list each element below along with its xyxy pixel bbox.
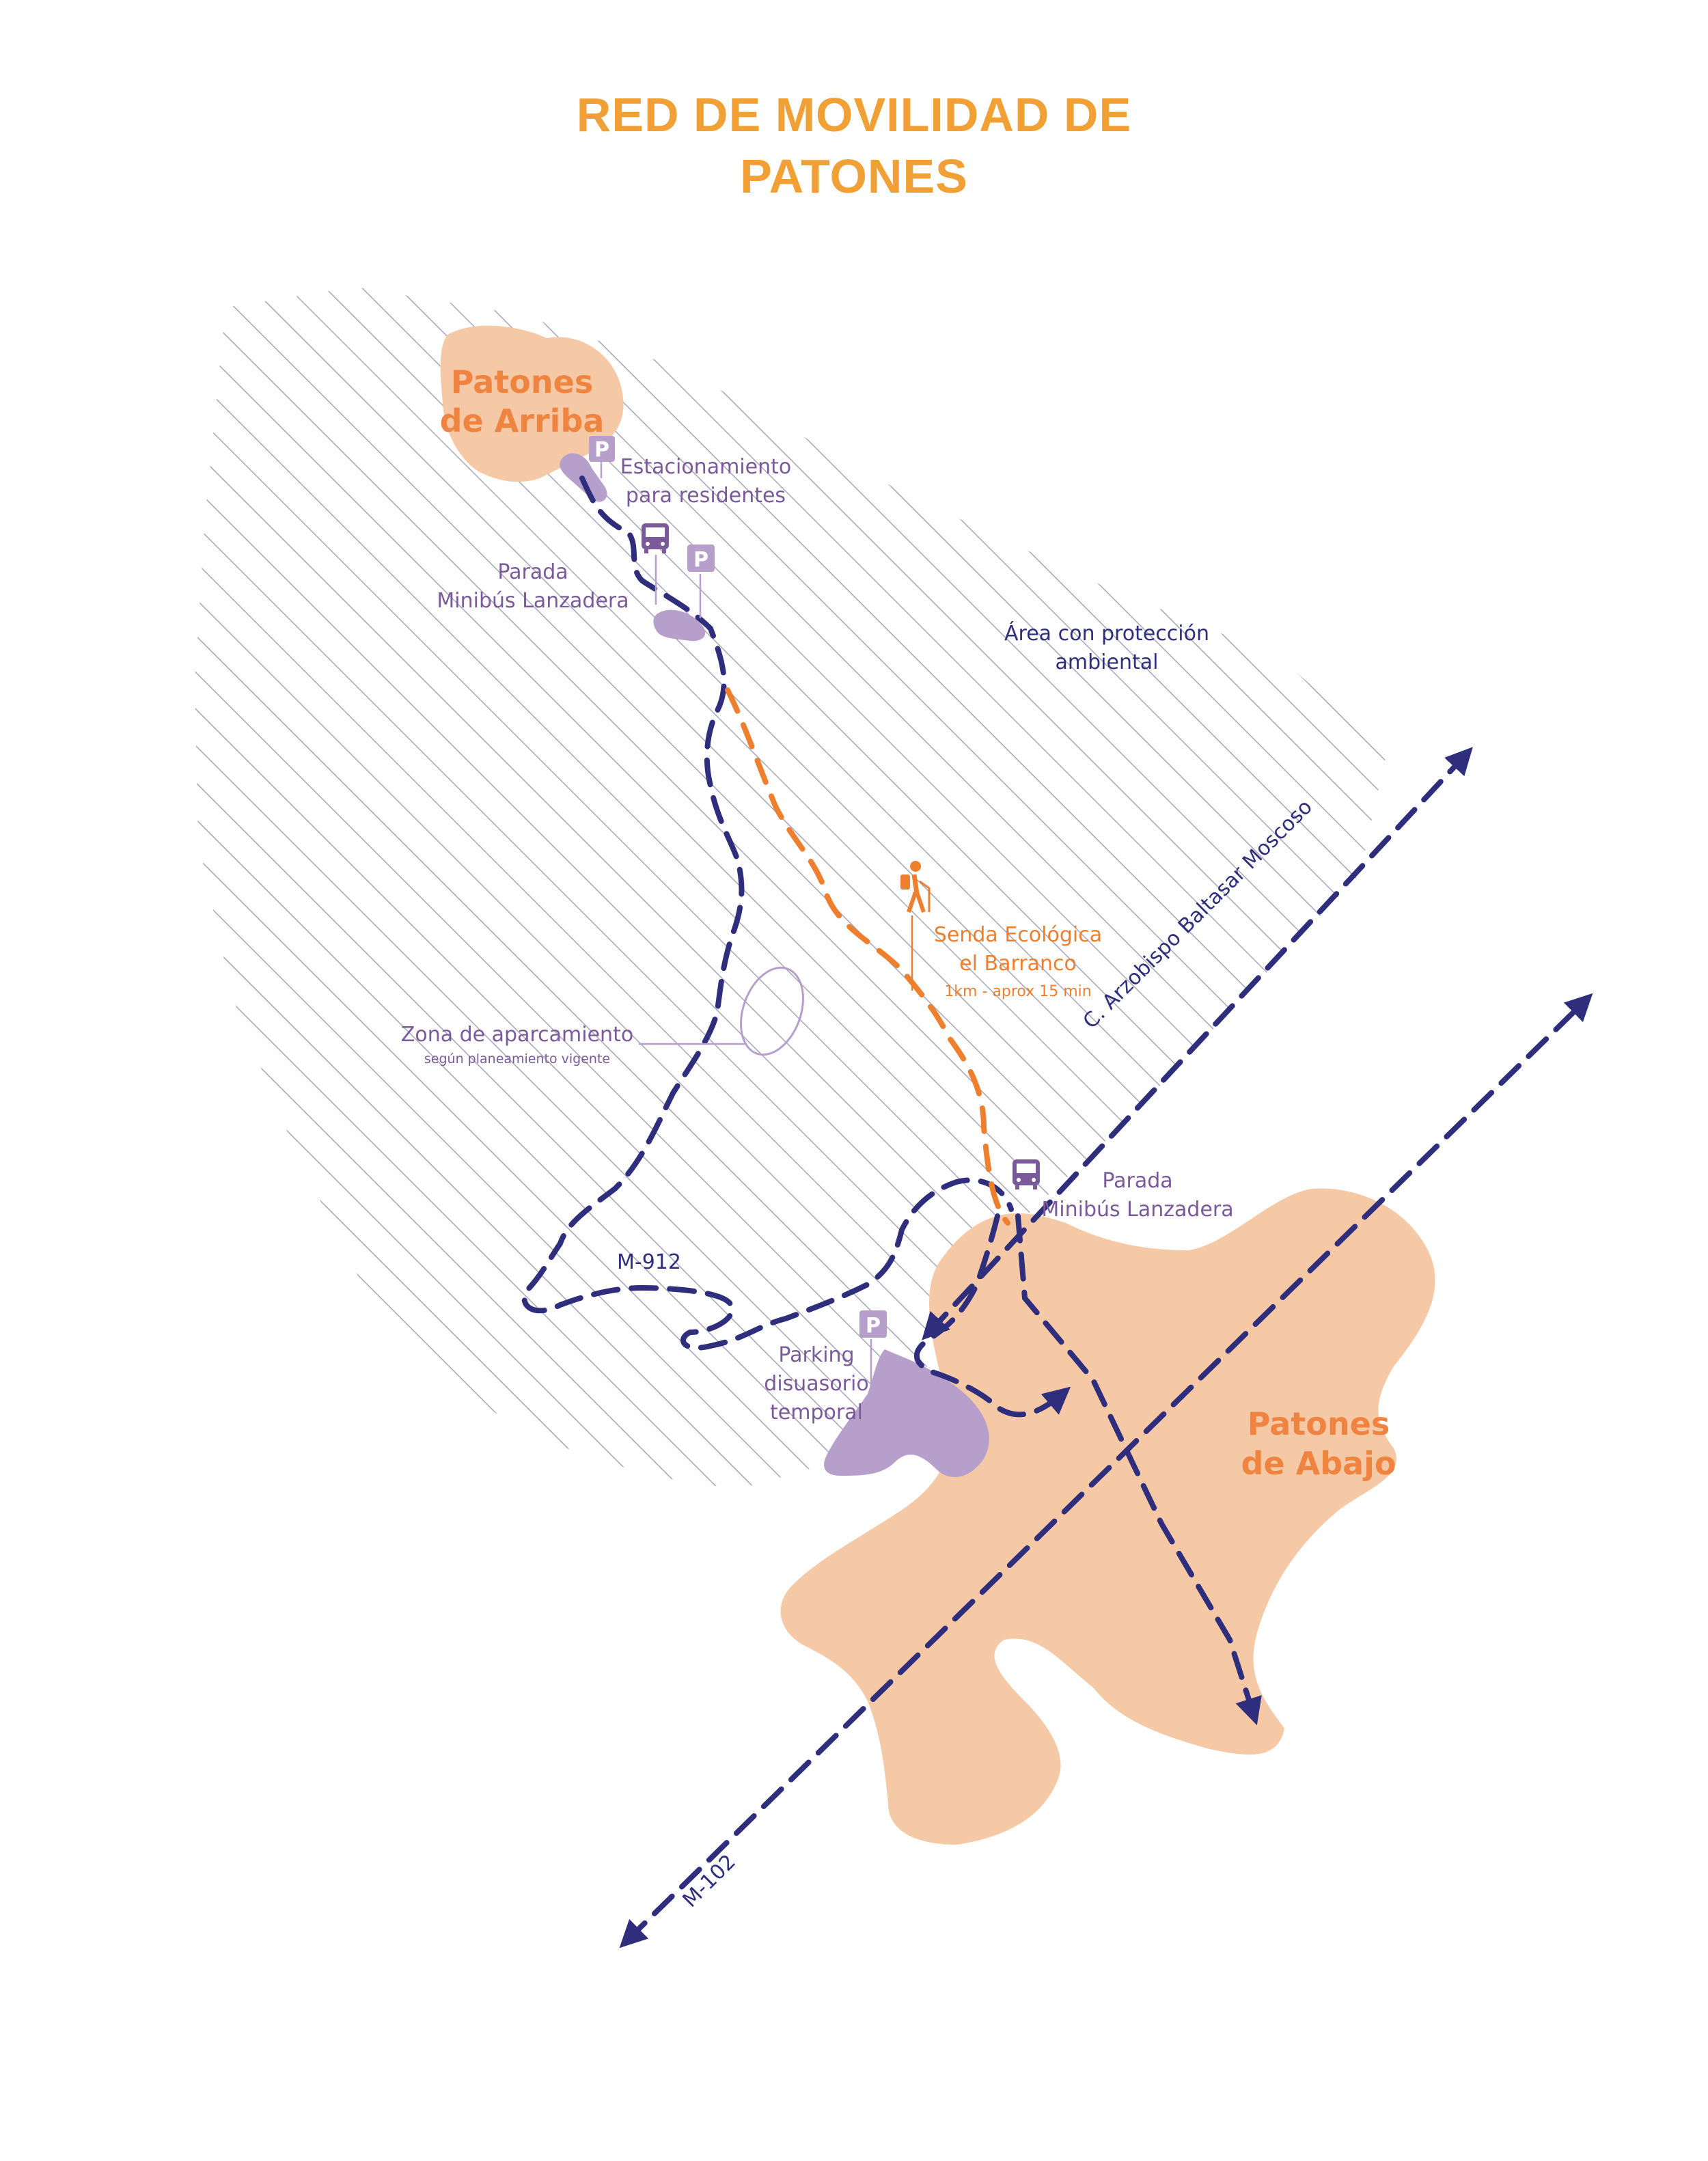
patones-de-abajo-label-line-2: de Abajo — [1241, 1445, 1396, 1482]
ecological-trail — [725, 687, 1010, 1226]
deterrent-parking-label-line-1: Parking — [778, 1343, 854, 1367]
parking-sign-letter: P — [594, 438, 609, 462]
map-title-line-2: PATONES — [740, 150, 968, 203]
parking-sign-icon: P — [589, 436, 615, 462]
shuttle-stop-bottom-label-line-1: Parada — [1102, 1169, 1172, 1193]
shuttle-stop-bottom-label-line-2: Minibús Lanzadera — [1041, 1198, 1233, 1222]
planned-parking-zone-label-line-1: Zona de aparcamiento — [401, 1023, 633, 1047]
patones-de-arriba-area — [440, 325, 624, 482]
shuttle-stop-parking-area — [653, 609, 706, 642]
protected-area — [195, 287, 1387, 1489]
resident-parking-label-line-2: para residentes — [626, 484, 786, 508]
ecological-trail-label-line-2: el Barranco — [959, 952, 1077, 976]
parking-sign-icon: P — [859, 1310, 887, 1338]
patones-de-arriba-label-line-2: de Arriba — [440, 402, 605, 439]
road-m912 — [521, 476, 1014, 1351]
hiker-icon — [900, 861, 931, 913]
patones-de-arriba-label-line-1: Patones — [451, 363, 593, 400]
deterrent-parking-label-line-2: disuasorio — [764, 1372, 868, 1396]
parking-sign-letter: P — [693, 548, 708, 572]
shuttle-stop-top-label-line-2: Minibús Lanzadera — [437, 589, 629, 613]
bus-icon — [1013, 1159, 1040, 1189]
resident-parking-label-line-1: Estacionamiento — [620, 455, 791, 479]
road-m912-label: M-912 — [617, 1250, 681, 1274]
road-inner-abajo — [1015, 1213, 1262, 1726]
ecological-trail-label-line-3: 1km - aprox 15 min — [944, 983, 1091, 1000]
bus-icon — [642, 523, 669, 553]
road-m102 — [619, 993, 1593, 1949]
parking-sign-icon: P — [687, 545, 715, 572]
map-title-line-1: RED DE MOVILIDAD DE — [576, 88, 1132, 141]
planned-parking-zone-label-line-2: según planeamiento vigente — [424, 1051, 610, 1066]
parking-sign-letter: P — [866, 1314, 881, 1338]
patones-de-abajo-label-line-1: Patones — [1248, 1405, 1390, 1442]
deterrent-parking-label-line-3: temporal — [770, 1401, 863, 1424]
ecological-trail-label-line-1: Senda Ecológica — [934, 923, 1102, 947]
shuttle-stop-top-label-line-1: Parada — [497, 560, 568, 584]
protected-area-label-line-2: ambiental — [1056, 650, 1159, 674]
road-network — [521, 476, 1593, 1949]
protected-area-label-line-1: Área con protección — [1004, 621, 1209, 646]
